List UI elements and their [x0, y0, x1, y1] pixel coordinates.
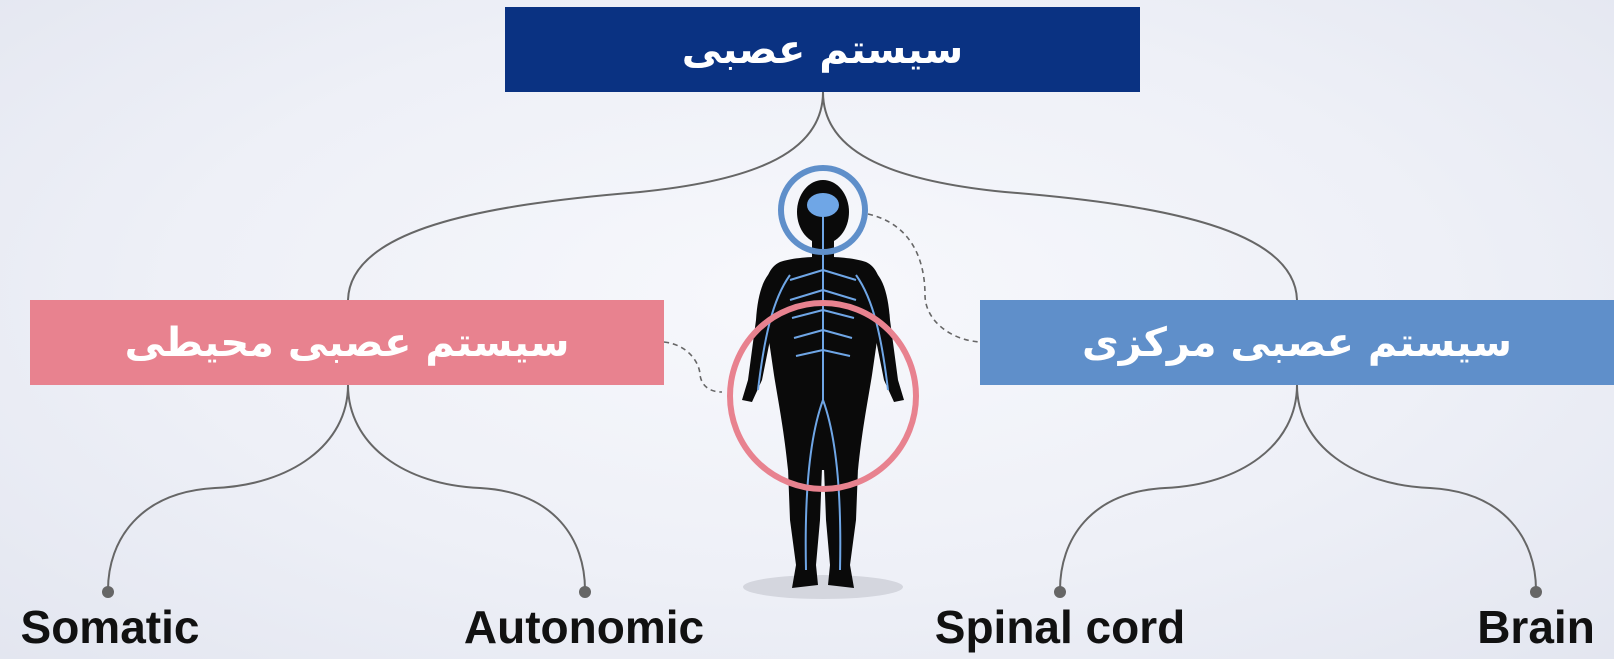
endpoint-dot-somatic	[102, 586, 114, 598]
peripheral-nervous-system-box: سیستم عصبی محیطی	[30, 300, 664, 385]
endpoint-dot-brain	[1530, 586, 1542, 598]
central-label: سیستم عصبی مرکزی	[1082, 320, 1512, 366]
peripheral-label: سیستم عصبی محیطی	[125, 320, 570, 366]
connector-peripheral-to-somatic	[108, 385, 348, 590]
leaf-somatic: Somatic	[21, 600, 200, 654]
leaf-spinal-cord: Spinal cord	[935, 600, 1185, 654]
human-nervous-system-figure	[742, 180, 904, 599]
connector-root-to-peripheral	[348, 92, 823, 300]
leaf-brain: Brain	[1477, 600, 1595, 654]
leaf-autonomic: Autonomic	[464, 600, 704, 654]
central-nervous-system-box: سیستم عصبی مرکزی	[980, 300, 1614, 385]
title-box: سیستم عصبی	[505, 7, 1140, 92]
endpoint-dot-autonomic	[579, 586, 591, 598]
dashed-pointer-peripheral	[664, 342, 722, 392]
figure-shadow	[743, 575, 903, 599]
connector-peripheral-to-autonomic	[348, 385, 585, 590]
connector-central-to-spinal	[1060, 385, 1297, 590]
endpoint-dot-spinal	[1054, 586, 1066, 598]
connector-central-to-brain	[1297, 385, 1536, 590]
connector-root-to-central	[823, 92, 1297, 300]
title-label: سیستم عصبی	[682, 27, 964, 73]
